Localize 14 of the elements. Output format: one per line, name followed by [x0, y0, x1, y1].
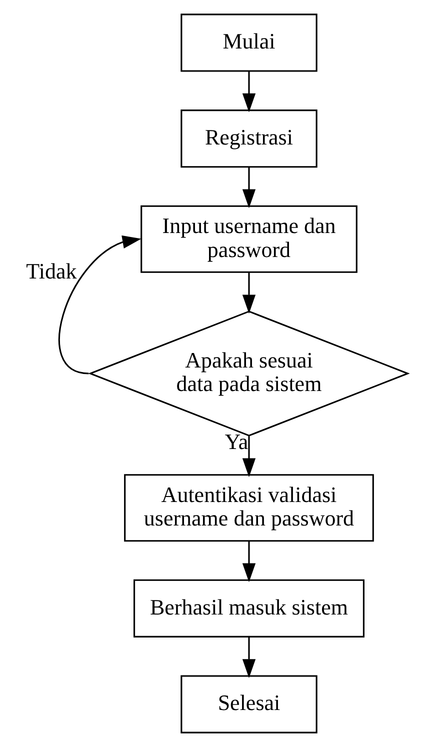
edge-label: Tidak: [26, 258, 77, 284]
arrow: [242, 71, 256, 112]
node-box: Autentikasi validasi username dan password: [124, 474, 374, 542]
arrow: [242, 167, 256, 208]
node-box: Mulai: [180, 14, 318, 72]
node-box: Registrasi: [180, 110, 318, 168]
arrow: [242, 636, 256, 678]
arrow: [242, 272, 256, 314]
arrow: [242, 436, 256, 478]
arrow: [242, 541, 256, 582]
node-box: Berhasil masuk sistem: [134, 579, 364, 638]
node-box: Input username dan password: [140, 205, 358, 273]
arrow: [58, 235, 142, 374]
node-box: Selesai: [180, 675, 318, 734]
